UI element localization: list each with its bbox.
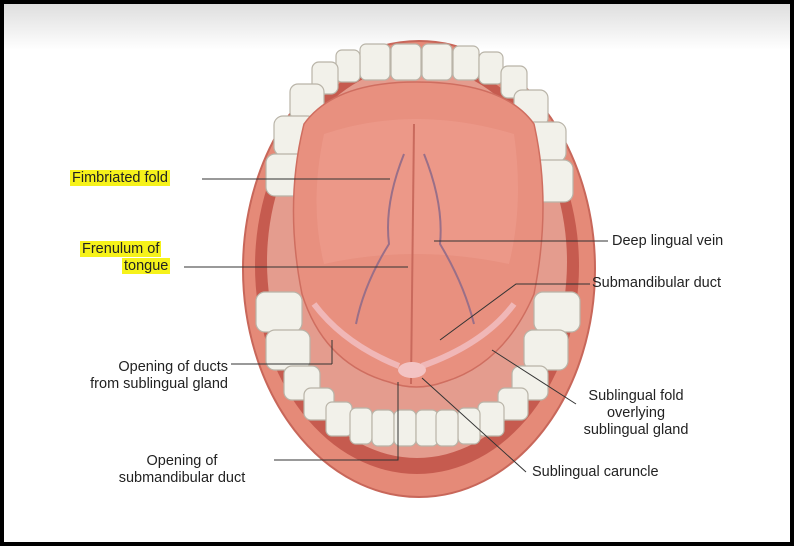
label-opening-of-ducts-from-sublingual-gland: Opening of ducts from sublingual gland xyxy=(42,359,228,393)
label-submandibular-duct: Submandibular duct xyxy=(592,275,721,292)
label-deep-lingual-vein: Deep lingual vein xyxy=(612,233,723,250)
label-sublingual-caruncle: Sublingual caruncle xyxy=(532,464,659,481)
sublingual-caruncle xyxy=(398,362,426,378)
figure-frame: Fimbriated fold Frenulum of tongue Deep … xyxy=(4,4,790,542)
label-sublingual-fold: Sublingual fold overlying sublingual gla… xyxy=(568,388,704,439)
label-opening-of-submandibular-duct: Opening of submandibular duct xyxy=(96,453,268,487)
label-fimbriated-fold: Fimbriated fold xyxy=(70,170,170,187)
tongue-sheen xyxy=(317,119,519,264)
label-frenulum-of-tongue: Frenulum of tongue xyxy=(80,241,170,275)
